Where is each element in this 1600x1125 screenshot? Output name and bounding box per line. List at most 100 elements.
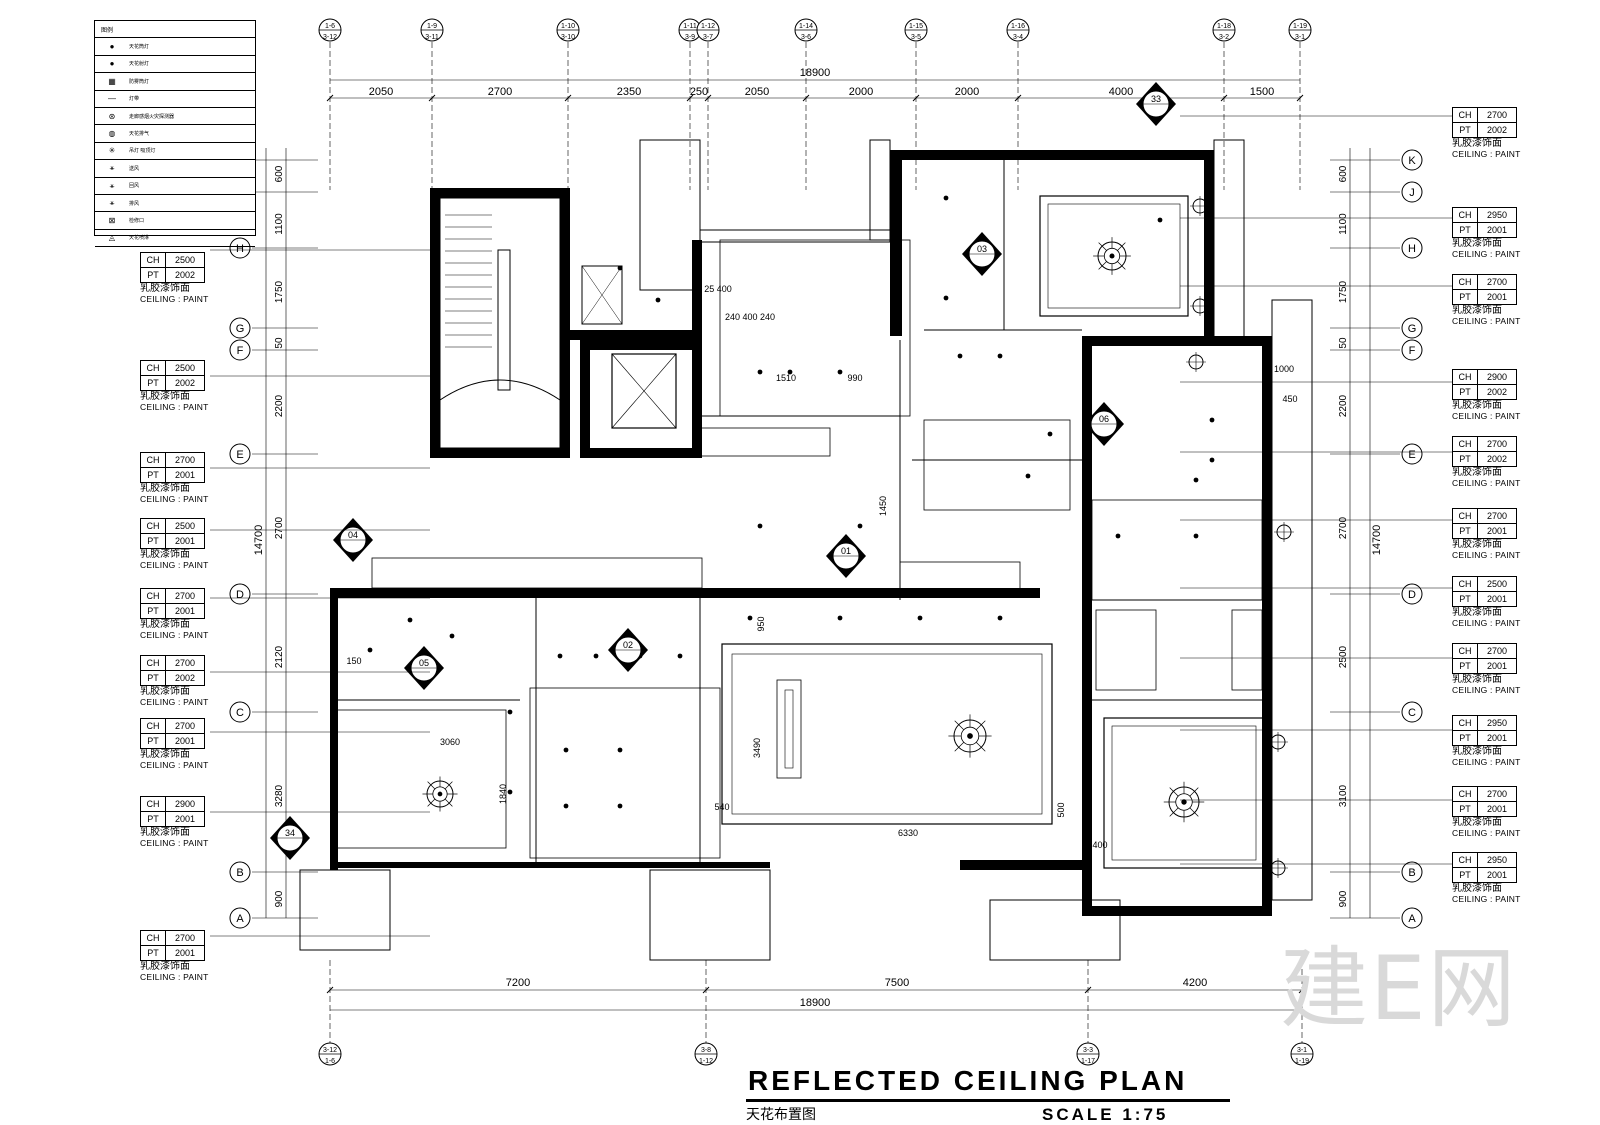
downlight-symbol bbox=[593, 653, 599, 659]
interior-dimension: 3060 bbox=[440, 737, 460, 747]
downlight-symbol bbox=[917, 615, 923, 621]
dimension-tick bbox=[326, 94, 334, 102]
row-bubble bbox=[229, 317, 251, 339]
dimension-tick bbox=[326, 986, 334, 994]
ch-key: CH bbox=[1452, 107, 1478, 123]
wall-segment bbox=[650, 862, 770, 868]
return-air-icon: ⚹ bbox=[109, 180, 115, 190]
downlight-symbol bbox=[449, 633, 455, 639]
pt-key: PT bbox=[140, 533, 166, 549]
axis-label: 3-12 bbox=[323, 34, 337, 41]
legend-table: 图例 ●天花筒灯●天花射灯▦防雾筒灯—灯带⊛走廊感烟火灾探测器◍天花排气✳吊灯 … bbox=[94, 20, 256, 248]
downlight-symbol bbox=[655, 297, 661, 303]
finish-en: CEILING : PAINT bbox=[1452, 249, 1521, 259]
interior-dimension: 240 400 240 bbox=[725, 312, 775, 322]
spotlight-icon: ● bbox=[109, 59, 115, 69]
ch-key: CH bbox=[1452, 852, 1478, 868]
legend-row: ⚹ 回风 bbox=[95, 178, 255, 195]
pt-value: 2001 bbox=[1477, 289, 1517, 305]
finish-cn: 乳胶漆饰面 bbox=[1452, 674, 1502, 685]
downlight-symbol bbox=[1047, 431, 1053, 437]
downlight-symbol bbox=[757, 369, 763, 375]
legend-row: ●天花射灯 bbox=[95, 56, 255, 74]
chandelier-arm bbox=[1169, 787, 1179, 797]
ch-value: 2700 bbox=[165, 588, 205, 604]
ch-value: 2500 bbox=[165, 360, 205, 376]
legend-label: 回风 bbox=[129, 183, 140, 190]
stair-handrail bbox=[497, 249, 511, 391]
wall-segment bbox=[580, 340, 590, 458]
dimension-label: 2700 bbox=[488, 86, 512, 98]
pt-value: 2001 bbox=[1477, 730, 1517, 746]
finish-cn: 乳胶漆饰面 bbox=[140, 283, 190, 294]
finish-en: CEILING : PAINT bbox=[140, 760, 209, 770]
finish-cn: 乳胶漆饰面 bbox=[1452, 467, 1502, 478]
wall-washer-icon: ▦ bbox=[108, 76, 116, 86]
axis-label: 3-5 bbox=[911, 34, 921, 41]
wall-segment bbox=[330, 862, 650, 868]
finish-cn: 乳胶漆饰面 bbox=[140, 749, 190, 760]
row-label: E bbox=[1408, 449, 1415, 461]
section-label: 01 bbox=[841, 546, 851, 556]
axis-label: 1-10 bbox=[561, 23, 575, 30]
pt-value: 2002 bbox=[1477, 451, 1517, 467]
downlight-symbol bbox=[997, 353, 1003, 359]
finish-en: CEILING : PAINT bbox=[1452, 685, 1521, 695]
finish-en: CEILING : PAINT bbox=[1452, 316, 1521, 326]
ch-key: CH bbox=[1452, 508, 1478, 524]
downlight-symbol bbox=[367, 647, 373, 653]
pt-key: PT bbox=[140, 670, 166, 686]
ch-key: CH bbox=[140, 718, 166, 734]
finish-cn: 乳胶漆饰面 bbox=[1452, 138, 1502, 149]
legend-row: ◍天花排气 bbox=[95, 125, 255, 143]
legend-label: 灯带 bbox=[129, 96, 140, 103]
chandelier-arm bbox=[1189, 807, 1199, 817]
supply-air-icon: ⚹ bbox=[109, 163, 115, 173]
axis-label: 1-18 bbox=[1217, 23, 1231, 30]
interior-dimension: 540 bbox=[714, 802, 729, 812]
pt-key: PT bbox=[140, 945, 166, 961]
wardrobe bbox=[1095, 609, 1157, 691]
wall-segment bbox=[1204, 150, 1214, 336]
balcony-outline bbox=[649, 869, 771, 961]
ch-value: 2700 bbox=[165, 655, 205, 671]
downlight-symbol bbox=[1193, 477, 1199, 483]
finish-cn: 乳胶漆饰面 bbox=[1452, 305, 1502, 316]
balcony-outline bbox=[869, 139, 891, 241]
cabinet-strip bbox=[699, 427, 831, 457]
downlight-icon: ● bbox=[109, 42, 115, 52]
row-label: E bbox=[236, 449, 243, 461]
finish-cn: 乳胶漆饰面 bbox=[140, 619, 190, 630]
ch-value: 2500 bbox=[165, 252, 205, 268]
elevator-shaft bbox=[611, 353, 677, 429]
axis-label: 1-14 bbox=[799, 23, 813, 30]
dimension-total: 14700 bbox=[253, 525, 265, 556]
axis-label: 1-17 bbox=[1081, 1058, 1095, 1065]
legend-label: 防雾筒灯 bbox=[129, 78, 150, 85]
legend-label: 排风 bbox=[129, 200, 140, 207]
ch-value: 2950 bbox=[1477, 715, 1517, 731]
row-bubble bbox=[1401, 701, 1423, 723]
dimension-label: 2050 bbox=[369, 86, 393, 98]
finish-en: CEILING : PAINT bbox=[1452, 828, 1521, 838]
row-bubble bbox=[229, 237, 251, 259]
dimension-label: 3280 bbox=[274, 784, 285, 807]
wall-segment bbox=[560, 188, 570, 458]
axis-label: 3-3 bbox=[1083, 1047, 1093, 1054]
dimension-label: 1100 bbox=[1338, 213, 1349, 235]
dimension-tick bbox=[702, 986, 710, 994]
downlight-symbol bbox=[407, 617, 413, 623]
ch-value: 2900 bbox=[165, 796, 205, 812]
pt-key: PT bbox=[140, 811, 166, 827]
legend-row: ⚹送风 bbox=[95, 160, 255, 178]
pt-key: PT bbox=[140, 467, 166, 483]
pt-key: PT bbox=[140, 733, 166, 749]
section-label: 03 bbox=[977, 244, 987, 254]
dimension-tick bbox=[802, 94, 810, 102]
finish-en: CEILING : PAINT bbox=[140, 838, 209, 848]
chandelier-arm bbox=[1098, 261, 1107, 270]
row-bubble bbox=[229, 443, 251, 465]
